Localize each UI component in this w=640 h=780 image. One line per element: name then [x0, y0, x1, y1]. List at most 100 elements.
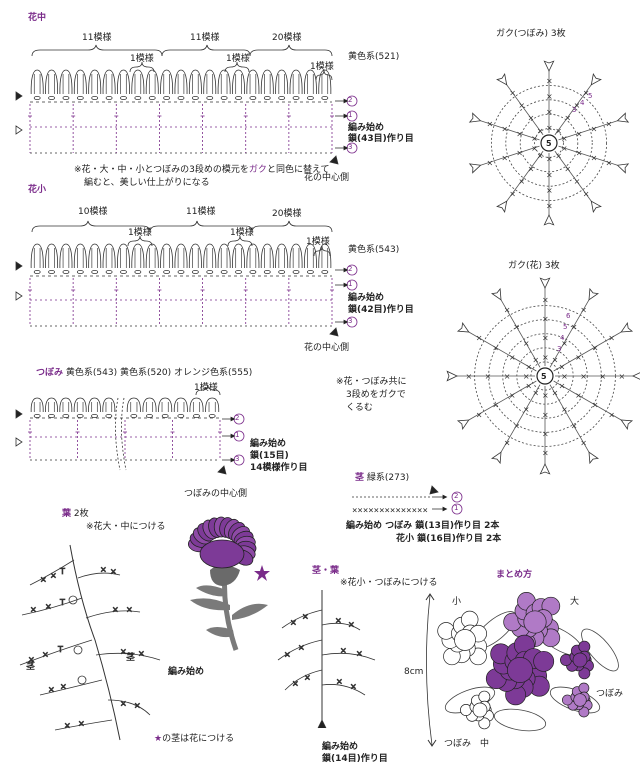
- calyx-x-stitch: ×: [501, 154, 508, 163]
- assembly-flower-center: [523, 610, 547, 634]
- calyx-flower-title: ガク(花) 3枚: [508, 261, 560, 271]
- bud-title-line: つぼみ 黄色系(543) 黄色系(520) オレンジ色系(555): [36, 368, 253, 378]
- stitch-scallop: [73, 69, 87, 95]
- calyx-x-stitch: ×: [552, 389, 559, 398]
- leaf-stitch: ×: [112, 605, 119, 614]
- calyx-x-stitch: ×: [542, 315, 549, 324]
- calyx-tip: [456, 419, 470, 430]
- flower-medium-one-pattern-2: 1模様: [226, 54, 250, 64]
- calyx-tip: [446, 370, 458, 382]
- calyx-spoke: [554, 150, 592, 202]
- calyx-spoke: [554, 84, 592, 136]
- chain-stitch: [235, 269, 242, 274]
- stitch-scallop: [203, 69, 217, 95]
- chain-stitch: [220, 269, 228, 274]
- stitch-scallop: [126, 397, 141, 413]
- leaf-stitch: ×: [340, 646, 347, 655]
- calyx-x-stitch: ×: [546, 186, 553, 195]
- flower-small-group-1: 10模様: [78, 207, 108, 217]
- flower-small-chain: 鎖(42目)作り目: [348, 305, 414, 315]
- assembly-flower-center: [507, 657, 533, 683]
- leaf-stitch: ×: [350, 682, 357, 691]
- calyx-x-stitch: ×: [555, 152, 562, 161]
- flower-medium-center: 花の中心側: [304, 173, 350, 183]
- chain-stitch: [177, 269, 185, 274]
- flower-medium-title: 花中: [28, 13, 47, 23]
- leaf-stitch: ×: [138, 649, 145, 658]
- stitch-scallop: [73, 397, 87, 413]
- leaf-stitch: ×: [304, 673, 311, 682]
- calyx-tip: [588, 287, 599, 301]
- flower-small-start: 編み始め: [348, 293, 385, 303]
- chain-stitch: [191, 96, 199, 101]
- calyx-spoke: [500, 299, 541, 368]
- calyx-spoke: [553, 331, 622, 372]
- stitch-scallop: [303, 69, 317, 95]
- flower-small-title: 花小: [28, 185, 47, 195]
- calyx-x-stitch: ×: [606, 120, 613, 129]
- flower-medium-one-pattern-1: 1模様: [130, 54, 154, 64]
- chain-stitch: [292, 96, 300, 101]
- chain-stitch: [62, 96, 70, 101]
- calyx-x-stitch: ×: [492, 401, 499, 410]
- chain-stitch: [249, 96, 257, 101]
- bud-chain-2: 14模様作り目: [250, 463, 308, 473]
- calyx-x-stitch: ×: [580, 438, 587, 447]
- stitch-scallop: [203, 243, 217, 269]
- chain-stitch: [193, 413, 200, 418]
- calyx-x-stitch: ×: [571, 422, 578, 431]
- calyx-tip: [620, 419, 634, 430]
- stitch-scallop: [289, 243, 303, 269]
- calyx-spoke: [558, 120, 618, 141]
- calyx-tip: [543, 214, 555, 226]
- stem-leaf-chain: 鎖(14目)作り目: [322, 754, 388, 764]
- flower-medium-chart: [15, 44, 358, 165]
- stitch-scallop: [232, 69, 245, 95]
- chain-stitch: [48, 269, 55, 274]
- calyx-x-stitch: ×: [561, 339, 568, 348]
- calyx-x-stitch: ×: [575, 353, 582, 362]
- flower-medium-group-3: 20模様: [272, 33, 302, 43]
- leaf-footnote: ★の茎は花につける: [154, 734, 235, 744]
- calyx-spoke: [468, 331, 537, 372]
- stitch-scallop: [275, 69, 289, 95]
- calyx-flower-chart: ××××××××××××××××××××××××××××××××××××××××…: [446, 277, 640, 475]
- calyx-x-stitch: ×: [525, 382, 532, 391]
- calyx-x-stitch: ×: [523, 372, 530, 381]
- calyx-x-stitch: ×: [542, 410, 549, 419]
- leaf-chart: ××T××××T××××T××××××××: [19, 544, 161, 741]
- calyx-x-stitch: ×: [561, 405, 568, 414]
- flower-medium-chain: 鎖(43目)作り目: [348, 134, 414, 144]
- bud-center: つぼみの中心側: [184, 489, 248, 499]
- calyx-x-stitch: ×: [564, 114, 571, 123]
- calyx-tip: [468, 163, 482, 174]
- calyx-tip: [496, 200, 508, 213]
- flower-medium-row-1: 1: [348, 111, 353, 119]
- stitch-scallop: [318, 69, 332, 95]
- calyx-bud-row-5: 5: [588, 92, 593, 100]
- flower-medium-row-3: 3: [348, 143, 353, 151]
- flower-small-chart: [15, 220, 358, 337]
- assembly-large-label: 大: [570, 597, 580, 607]
- stitch-scallop: [30, 69, 44, 95]
- stitch-scallop: [59, 397, 73, 413]
- calyx-tip: [491, 451, 502, 465]
- chain-stitch: [120, 269, 127, 274]
- assembly-title: まとめ方: [496, 570, 533, 580]
- bud-start: 編み始め: [250, 439, 287, 449]
- stitch-scallop: [174, 243, 188, 269]
- leaf-stitch: ×: [126, 605, 133, 614]
- bud-row-1: 1: [235, 431, 240, 439]
- chain-stitch: [33, 96, 41, 101]
- assembly-medium: 中: [480, 739, 490, 749]
- calyx-spoke: [549, 384, 590, 453]
- flower-medium-group-2: 11模様: [190, 33, 220, 43]
- assembly-petal: [578, 706, 590, 718]
- calyx-x-stitch: ×: [509, 190, 516, 199]
- leaf-stitch: ×: [120, 647, 127, 656]
- leaf-stitch: T: [59, 598, 65, 607]
- flower-small-one-pattern-1: 1模様: [128, 228, 152, 238]
- chain-stitch: [48, 413, 55, 418]
- calyx-flower-row-4: 4: [560, 334, 565, 342]
- calyx-ring: [534, 128, 564, 158]
